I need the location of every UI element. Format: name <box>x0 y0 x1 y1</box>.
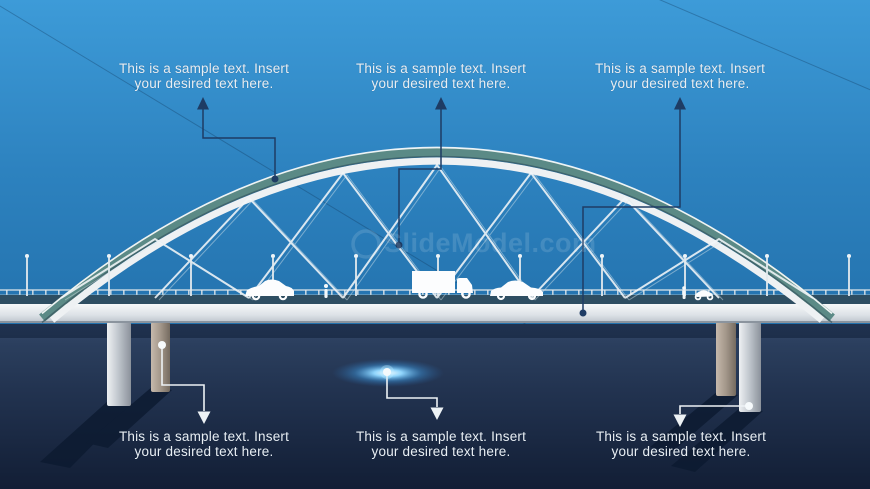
connector-top-center <box>395 97 447 249</box>
vehicles <box>245 271 714 301</box>
arrow-up-icon <box>674 97 686 110</box>
callout-line: This is a sample text. Insert <box>594 61 766 76</box>
anchor-dot <box>395 241 403 249</box>
pedestrian-icon-2 <box>682 286 686 299</box>
pillar-right-inner <box>716 322 736 396</box>
deck-slab <box>0 304 870 322</box>
anchor-dot <box>745 402 753 410</box>
callout-bottom-left-text[interactable]: This is a sample text. Insert your desir… <box>88 429 320 460</box>
arrow-up-icon <box>435 97 447 110</box>
callout-line: your desired text here. <box>371 76 511 92</box>
arrow-down-icon <box>673 414 687 427</box>
lamp-posts <box>25 254 851 296</box>
callout-line: your desired text here. <box>611 444 751 460</box>
anchor-dot <box>383 368 391 376</box>
callout-line: This is a sample text. Insert <box>118 61 290 76</box>
car-icon-2 <box>490 280 543 301</box>
car-icon <box>245 279 294 301</box>
callout-line: This is a sample text. Insert <box>355 61 527 76</box>
pillar-left-inner <box>151 322 170 392</box>
callout-line: your desired text here. <box>371 444 511 460</box>
arch-white-band <box>49 157 825 323</box>
watermark-logo <box>351 229 381 259</box>
callout-bottom-right-text[interactable]: This is a sample text. Insert your desir… <box>565 429 797 460</box>
callout-line: your desired text here. <box>134 444 274 460</box>
motorcycle-icon <box>694 290 714 301</box>
callout-line: This is a sample text. Insert <box>595 429 767 444</box>
roadway <box>0 295 870 304</box>
connector-bottom-left <box>158 341 211 424</box>
callout-top-right-text[interactable]: This is a sample text. Insert your desir… <box>564 61 796 92</box>
callout-line: This is a sample text. Insert <box>355 429 527 444</box>
railing-posts <box>0 290 870 297</box>
connector-bottom-center <box>380 365 444 420</box>
arrow-up-icon <box>197 97 209 110</box>
callout-top-center-text[interactable]: This is a sample text. Insert your desir… <box>325 61 557 92</box>
connector-top-right <box>579 97 686 317</box>
connector-bottom-right <box>673 402 753 427</box>
callout-line: your desired text here. <box>134 76 274 92</box>
anchor-dot <box>271 175 279 183</box>
truck-icon <box>412 271 473 299</box>
callout-line: This is a sample text. Insert <box>118 429 290 444</box>
callout-bottom-center-text[interactable]: This is a sample text. Insert your desir… <box>325 429 557 460</box>
anchor-dot <box>158 341 166 349</box>
arrow-down-icon <box>430 407 444 420</box>
watermark-text: SlideModel.com <box>384 228 597 258</box>
connector-top-left <box>197 97 279 183</box>
callout-top-left-text[interactable]: This is a sample text. Insert your desir… <box>88 61 320 92</box>
callout-line: your desired text here. <box>610 76 750 92</box>
pillar-left-outer <box>107 322 131 406</box>
pillar-right-outer <box>739 322 761 412</box>
arch-teal-band <box>39 147 835 322</box>
anchor-dot <box>579 309 587 317</box>
arrow-down-icon <box>197 411 211 424</box>
pedestrian-icon <box>324 284 328 298</box>
deck-shadow-on-water <box>0 324 870 338</box>
bridge-pillars <box>107 322 761 412</box>
